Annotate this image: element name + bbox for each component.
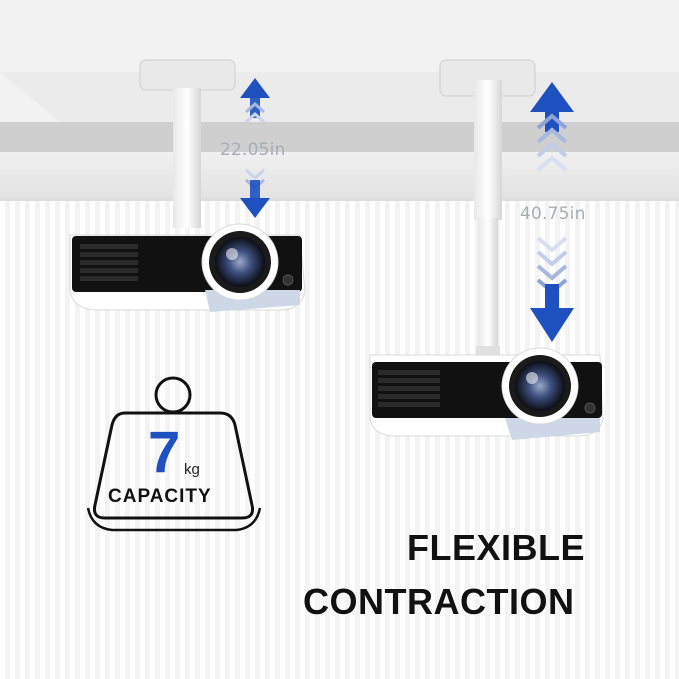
up-down-arrow-icon xyxy=(240,78,270,218)
long-mount xyxy=(439,59,536,356)
short-height-label: 22.05in xyxy=(220,140,286,160)
capacity-weight-number: 7 xyxy=(148,420,181,485)
short-mount xyxy=(139,59,236,228)
capacity-word: CAPACITY xyxy=(108,486,212,507)
headline-line-2: CONTRACTION xyxy=(303,581,575,622)
projector-left xyxy=(69,223,306,312)
ceiling xyxy=(0,0,679,201)
headline-line-1: FLEXIBLE xyxy=(407,527,586,568)
weight-icon xyxy=(86,376,262,532)
long-height-label: 40.75in xyxy=(520,204,586,224)
capacity-weight-unit: kg xyxy=(184,461,200,478)
projector-right xyxy=(369,347,604,440)
up-down-arrow-icon xyxy=(530,82,574,342)
